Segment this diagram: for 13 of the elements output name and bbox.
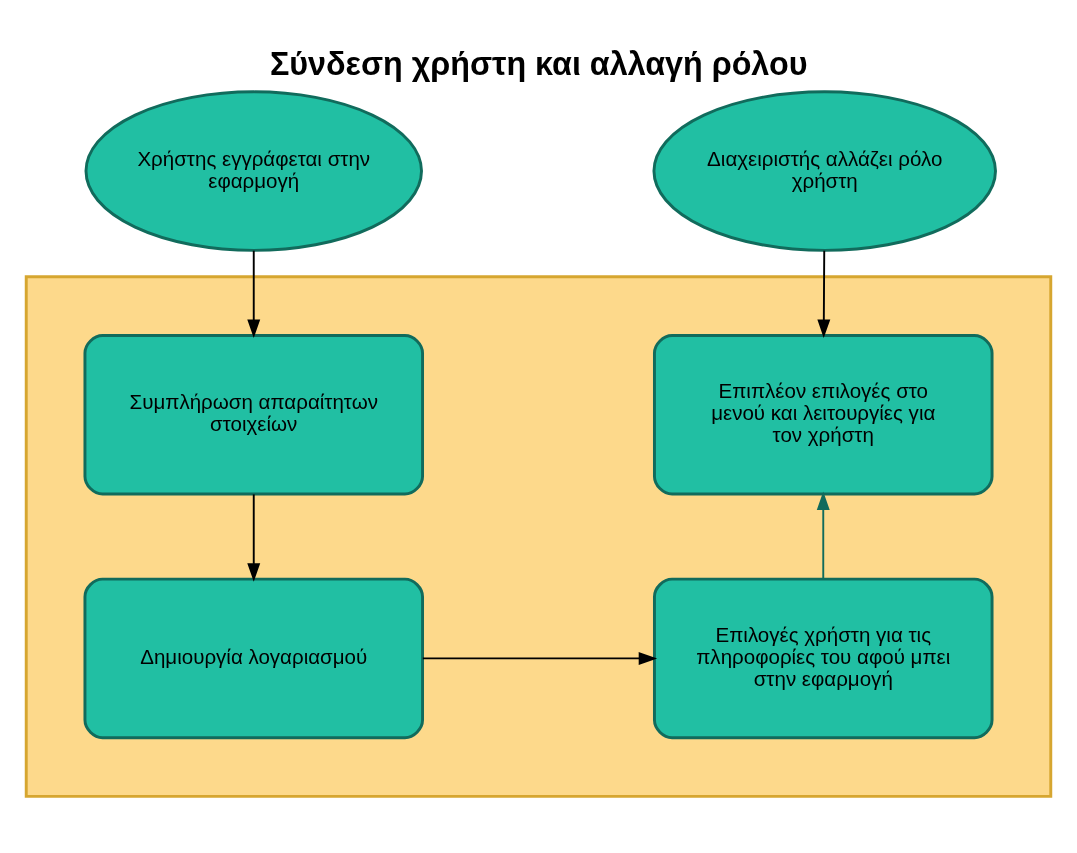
- node-ellipse: Χρήστης εγγράφεται στην εφαρμογή: [84, 90, 423, 252]
- node-box: Επιπλέον επιλογές στο μενού και λειτουργίες για τον χρήστη: [653, 334, 994, 496]
- cluster: [24, 275, 1053, 798]
- node-ellipse: Διαχειριστής αλλάζει ρόλο χρήστη: [652, 90, 997, 252]
- arrow: [421, 651, 658, 665]
- arrow: [817, 249, 831, 338]
- arrow: [247, 249, 261, 338]
- node-box: Επιλογές χρήστη για τις πληροφορίες του αφού μπει στην εφαρμογή: [653, 577, 994, 740]
- node-box: Δημιουργία λογαριασμού: [83, 577, 424, 740]
- arrow: [816, 491, 830, 580]
- diagram-title: Σύνδεση χρήστη και αλλαγή ρόλου: [269, 46, 808, 83]
- node-box: Συμπλήρωση απαραίτητων στοιχείων: [83, 334, 424, 496]
- arrow: [247, 493, 261, 582]
